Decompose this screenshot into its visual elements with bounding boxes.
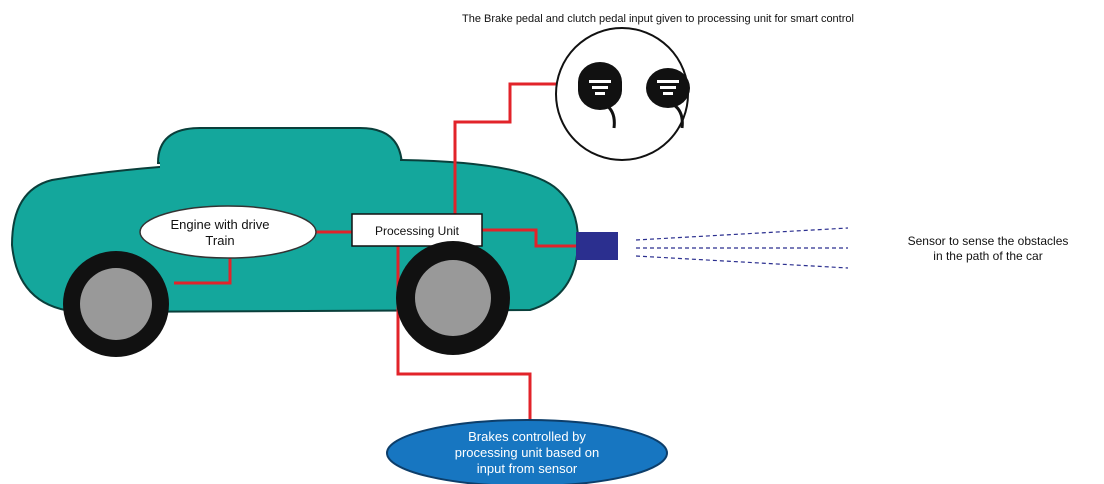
sensor-label-line1: Sensor to sense the obstacles (908, 234, 1069, 248)
sensor (576, 232, 618, 260)
processing-unit-label: Processing Unit (375, 224, 460, 238)
sensor-label-line2: in the path of the car (933, 249, 1042, 263)
rear-wheel (63, 251, 169, 357)
brakes-node: Brakes controlled by processing unit bas… (387, 420, 667, 484)
front-wheel (396, 241, 510, 355)
engine-label-line1: Engine with drive (171, 217, 270, 232)
engine-label-line2: Train (205, 233, 234, 248)
brakes-label-line2: processing unit based on (455, 445, 600, 460)
pedal-caption: The Brake pedal and clutch pedal input g… (462, 13, 854, 25)
engine-node: Engine with drive Train (140, 206, 316, 258)
processing-unit-node: Processing Unit (352, 214, 482, 246)
brakes-label-line3: input from sensor (477, 461, 578, 476)
brakes-label-line1: Brakes controlled by (468, 429, 586, 444)
pedals-node (556, 28, 690, 160)
sensor-beams (636, 228, 848, 268)
